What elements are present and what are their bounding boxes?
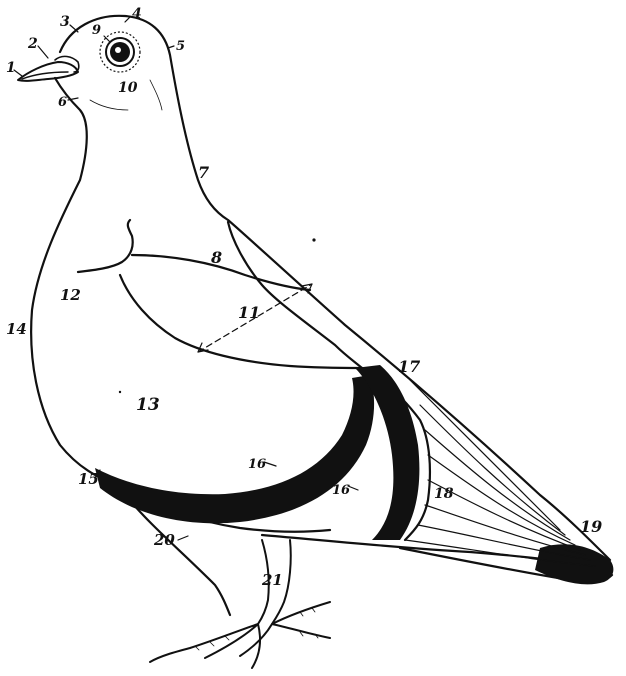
leader-20: [178, 536, 188, 540]
legs-and-feet: [150, 540, 330, 668]
ink-dot: [312, 238, 315, 241]
label-16b: 16: [332, 483, 350, 498]
label-20: 20: [153, 531, 175, 549]
label-13: 13: [136, 395, 160, 415]
label-14: 14: [6, 320, 27, 338]
ink-dot: [119, 391, 121, 393]
left-toes: [150, 624, 260, 668]
head-details: [18, 32, 162, 110]
label-7: 7: [198, 163, 209, 182]
wing-bars: [95, 365, 613, 584]
eye-pupil-highlight: [115, 47, 121, 53]
label-12: 12: [60, 286, 81, 304]
wing-feathers: [405, 380, 595, 566]
label-21: 21: [261, 571, 283, 589]
label-15: 15: [78, 470, 99, 488]
feather-2: [420, 405, 565, 535]
label-16a: 16: [248, 457, 266, 472]
wing-leading-edge: [228, 222, 362, 368]
label-2: 2: [27, 36, 38, 52]
label-17: 17: [398, 357, 420, 376]
feather-3: [425, 430, 570, 540]
label-4: 4: [132, 6, 142, 22]
leader-2: [38, 46, 48, 58]
label-5: 5: [176, 39, 185, 54]
label-9: 9: [92, 23, 101, 38]
label-18: 18: [434, 486, 454, 502]
breast-patch-line: [78, 220, 133, 272]
label-8: 8: [210, 248, 222, 267]
leader-4: [125, 17, 130, 22]
label-11: 11: [238, 303, 260, 322]
label-6: 6: [58, 95, 67, 110]
front-of-body-line: [31, 78, 330, 532]
label-1: 1: [6, 60, 16, 76]
pigeon-outline: [31, 16, 612, 615]
label-10: 10: [118, 80, 138, 96]
beak: [18, 62, 78, 81]
label-19: 19: [580, 517, 602, 536]
label-3: 3: [60, 14, 70, 30]
